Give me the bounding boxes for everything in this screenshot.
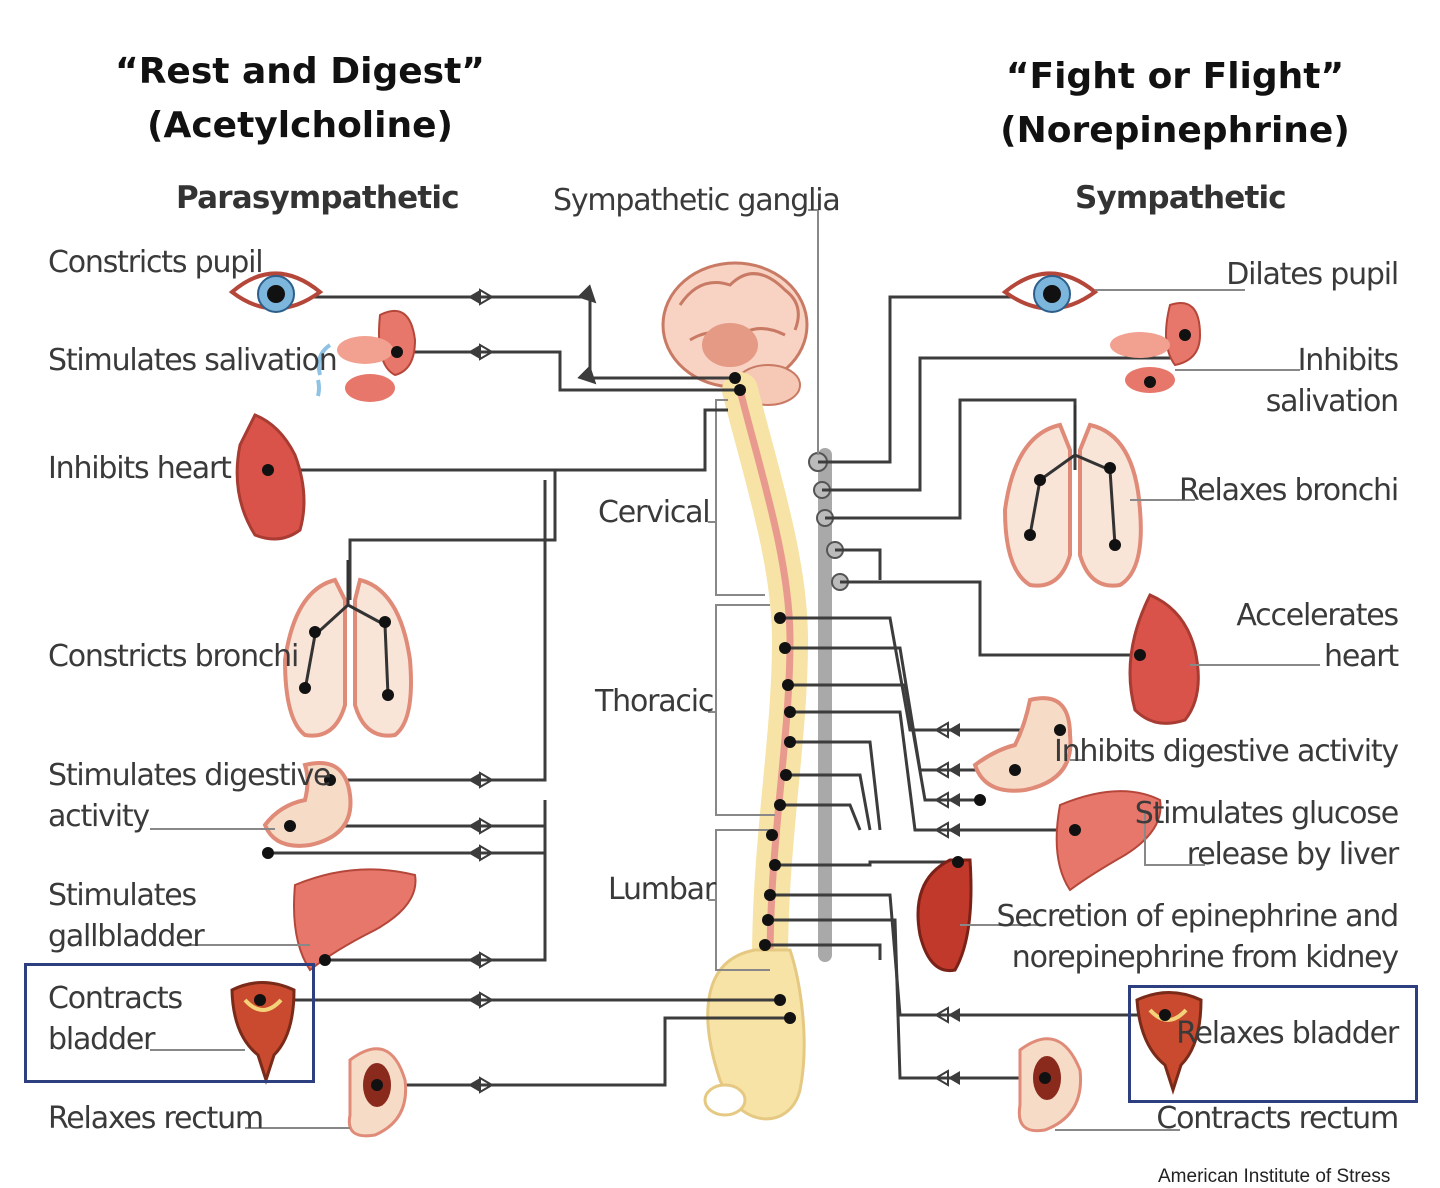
- para-effect-salivation: Stimulates salivation: [48, 343, 338, 378]
- symp-effect-kidney: Secretion of epinephrine and norepinephr…: [996, 899, 1400, 975]
- bladder-icon: [1135, 991, 1203, 1095]
- ganglia-label: Sympathetic ganglia: [553, 183, 841, 218]
- heart-icon: [235, 413, 306, 541]
- para-effect-pupil: Constricts pupil: [48, 245, 264, 280]
- bladder-icon: [230, 981, 296, 1085]
- symp-effect-rectum: Contracts rectum: [1156, 1101, 1399, 1136]
- cervical-label: Cervical: [598, 495, 711, 530]
- para-effect-bronchi: Constricts bronchi: [48, 639, 299, 674]
- thoracic-label: Thoracic: [595, 684, 714, 719]
- symp-effect-digestive: Inhibits digestive activity: [1053, 734, 1399, 769]
- kidney-icon: [916, 856, 973, 973]
- rectum-icon: [347, 1047, 408, 1138]
- para-effect-digestive: Stimulates digestive activity: [48, 758, 332, 834]
- brain-icon: [661, 261, 809, 406]
- symp-effect-liver: Stimulates glucose release by liver: [1134, 796, 1399, 872]
- sympathetic-label: Sympathetic: [1075, 180, 1287, 216]
- symp-effect-heart: Accelerates heart: [1236, 598, 1399, 674]
- liver-icon: [293, 868, 417, 972]
- symp-effect-bronchi: Relaxes bronchi: [1178, 473, 1399, 508]
- rectum-icon: [1017, 1037, 1083, 1133]
- eye-icon: [228, 271, 324, 313]
- left-heading: “Rest and Digest” (Acetylcholine): [95, 45, 505, 153]
- para-effect-rectum: Relaxes rectum: [48, 1101, 264, 1136]
- parasympathetic-label: Parasympathetic: [176, 180, 460, 216]
- stomach-icon: [262, 761, 353, 859]
- left-heading-line1: “Rest and Digest”: [115, 51, 485, 92]
- lumbar-label: Lumbar: [608, 872, 716, 907]
- spinal-cord-icon: [703, 372, 809, 1121]
- credit-text: American Institute of Stress: [1158, 1166, 1391, 1187]
- para-effect-heart: Inhibits heart: [48, 451, 232, 486]
- eye-icon: [1001, 271, 1099, 313]
- para-effect-gallbladder: Stimulates gallbladder: [48, 878, 205, 954]
- highlight-box-relaxes-bladder: [1128, 985, 1418, 1103]
- highlight-box-contracts-bladder: [24, 963, 315, 1083]
- right-heading-line2: (Norepinephrine): [1000, 110, 1350, 151]
- heart-icon: [1128, 593, 1200, 725]
- salivary-gland-icon: [316, 309, 417, 402]
- symp-effect-salivation: Inhibits salivation: [1265, 343, 1399, 419]
- ganglia-chain-icon: [808, 448, 849, 962]
- para-effect-bladder: Contracts bladder: [48, 981, 183, 1057]
- right-heading: “Fight or Flight” (Norepinephrine): [975, 50, 1375, 158]
- symp-effect-pupil: Dilates pupil: [1226, 257, 1399, 292]
- lungs-icon: [282, 560, 413, 738]
- symp-effect-bladder: Relaxes bladder: [1176, 1016, 1399, 1051]
- salivary-gland-icon: [1110, 302, 1202, 393]
- liver-icon: [1055, 790, 1162, 892]
- right-heading-line1: “Fight or Flight”: [1005, 56, 1345, 97]
- lungs-icon: [1002, 405, 1143, 588]
- left-heading-line2: (Acetylcholine): [147, 105, 453, 146]
- stomach-icon: [972, 696, 1073, 806]
